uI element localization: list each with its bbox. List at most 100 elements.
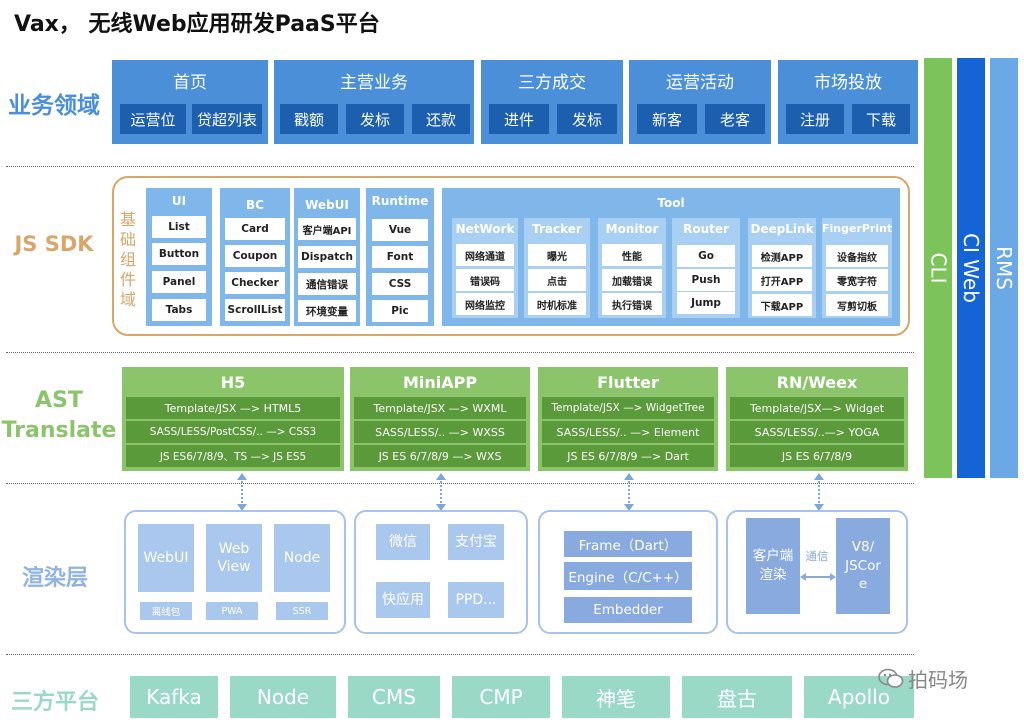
third-cms: CMS	[348, 676, 440, 718]
sdk-item: Tabs	[152, 299, 206, 321]
watermark: 拍码场	[878, 664, 968, 693]
render-flutter-engine: Engine（C/C++）	[564, 562, 692, 590]
ast-item: JS ES 6/7/8/9 —> WXS	[354, 445, 526, 467]
tool-sub-title: DeepLink	[750, 222, 814, 236]
double-arrow-icon	[800, 567, 836, 581]
ast-item: SASS/LESS/.. —> WXSS	[354, 421, 526, 443]
ast-item: JS ES 6/7/8/9 —> Dart	[542, 445, 714, 467]
layer-label-ast: AST Translate	[0, 386, 118, 446]
ast-title: RN/Weex	[776, 373, 858, 392]
sdk-item: 通信错误	[298, 273, 356, 295]
biz-item: 运营位	[120, 104, 186, 134]
render-rn-engine: V8/ JSCor e	[836, 518, 890, 614]
biz-market: 市场投放 注册 下载	[778, 60, 918, 144]
separator-line	[6, 166, 914, 167]
render-tag-ssr: SSR	[276, 602, 328, 620]
sdk-item: List	[152, 216, 206, 238]
sdk-item: 加载错误	[602, 269, 662, 291]
separator-line	[6, 483, 914, 484]
layer-label-ast-line2: Translate	[1, 418, 117, 443]
sdk-col-bc: BC Card Coupon Checker ScrollList	[220, 188, 290, 326]
bar-ci-web: CI Web	[957, 58, 985, 478]
sdk-item: Vue	[372, 219, 428, 241]
third-cmp: CMP	[452, 676, 550, 718]
watermark-text: 拍码场	[908, 668, 968, 692]
sdk-item: 打开APP	[752, 269, 812, 291]
third-pangu: 盘古	[682, 676, 792, 718]
render-webview: Web View	[206, 524, 262, 592]
biz-item: 进件	[489, 104, 549, 134]
bar-cli: CLI	[924, 58, 952, 478]
sdk-side-char: 域	[119, 290, 136, 309]
bar-ci-web-label: CI Web	[959, 233, 984, 303]
sdk-col-title: BC	[246, 198, 264, 212]
third-shenbi: 神笔	[562, 676, 670, 718]
sdk-col-ui: UI List Button Panel Tabs	[146, 188, 212, 326]
sdk-item: 曝光	[528, 244, 586, 266]
connector-arrow	[624, 473, 634, 511]
layer-label-business: 业务领域	[8, 93, 100, 119]
biz-third-deal-title: 三方成交	[518, 73, 586, 93]
third-kafka: Kafka	[130, 676, 218, 718]
ast-title: H5	[220, 373, 246, 392]
biz-item: 老客	[705, 104, 765, 134]
sdk-item: Button	[152, 243, 206, 265]
separator-line	[6, 654, 914, 655]
wechat-icon	[878, 668, 904, 688]
ast-title: MiniAPP	[402, 373, 478, 392]
tool-sub-title: FingerPrint	[822, 222, 893, 235]
page-title: Vax， 无线Web应用研发PaaS平台	[14, 12, 380, 37]
layer-label-render: 渲染层	[21, 566, 88, 591]
render-webui: WebUI	[138, 524, 194, 592]
render-tag-pwa: PWA	[206, 602, 258, 620]
connector-arrow	[814, 473, 824, 511]
biz-item: 注册	[786, 104, 844, 134]
sdk-item: Coupon	[225, 245, 285, 267]
sdk-item: CSS	[372, 273, 428, 295]
render-webview-label: Web View	[217, 540, 250, 576]
ast-item: Template/JSX —> WXML	[354, 397, 526, 419]
biz-home-title: 首页	[173, 73, 207, 93]
render-webview-text: Web View	[217, 540, 251, 575]
sdk-col-webui: WebUI 客户端API Dispatch 通信错误 环境变量	[294, 188, 360, 326]
biz-item: 还款	[412, 104, 470, 134]
sdk-side-char: 件	[119, 270, 136, 289]
sdk-item: 客户端API	[298, 218, 356, 240]
layer-label-third: 三方平台	[10, 690, 99, 715]
biz-home: 首页 运营位 贷超列表	[112, 60, 268, 144]
sdk-item: 零宽字符	[826, 269, 888, 291]
separator-line	[6, 352, 914, 353]
biz-item: 贷超列表	[192, 104, 262, 134]
biz-item: 下载	[852, 104, 910, 134]
sdk-col-title: UI	[171, 194, 187, 208]
sdk-item: Jump	[677, 292, 735, 314]
render-alipay: 支付宝	[448, 524, 504, 560]
sdk-item: 执行错误	[602, 293, 662, 315]
ast-h5: H5 Template/JSX —> HTML5 SASS/LESS/PostC…	[122, 367, 344, 471]
biz-item: 发标	[346, 104, 404, 134]
tool-sub-title: Monitor	[605, 222, 659, 236]
ast-miniapp: MiniAPP Template/JSX —> WXML SASS/LESS/.…	[350, 367, 530, 471]
bar-rms: RMS	[990, 58, 1018, 478]
sdk-item: 下载APP	[752, 294, 812, 316]
tool-sub-title: Tracker	[532, 222, 582, 236]
sdk-item: Go	[677, 245, 735, 267]
sdk-item: Pic	[372, 300, 428, 322]
render-tag-offline: 离线包	[140, 602, 192, 620]
sdk-side-char: 组	[119, 250, 136, 269]
biz-market-title: 市场投放	[814, 73, 882, 93]
tool-deeplink: DeepLink 检测APP 打开APP 下载APP	[748, 218, 816, 318]
render-wechat: 微信	[376, 524, 430, 560]
ast-item: Template/JSX —> HTML5	[126, 397, 340, 419]
bar-cli-label: CLI	[926, 252, 951, 284]
tool-tracker: Tracker 曝光 点击 时机标准	[524, 218, 590, 318]
sdk-frame	[112, 176, 910, 336]
sdk-item: Checker	[225, 272, 285, 294]
render-rn-engine-text: V8/ JSCor e	[845, 538, 881, 593]
render-rn-client: 客户端 渲染	[746, 518, 800, 614]
render-rn-comm: 通信	[805, 549, 829, 563]
sdk-item: 点击	[528, 269, 586, 291]
render-flutter-embedder: Embedder	[564, 597, 692, 623]
biz-ops-title: 运营活动	[666, 73, 734, 93]
connector-arrow	[436, 473, 446, 511]
